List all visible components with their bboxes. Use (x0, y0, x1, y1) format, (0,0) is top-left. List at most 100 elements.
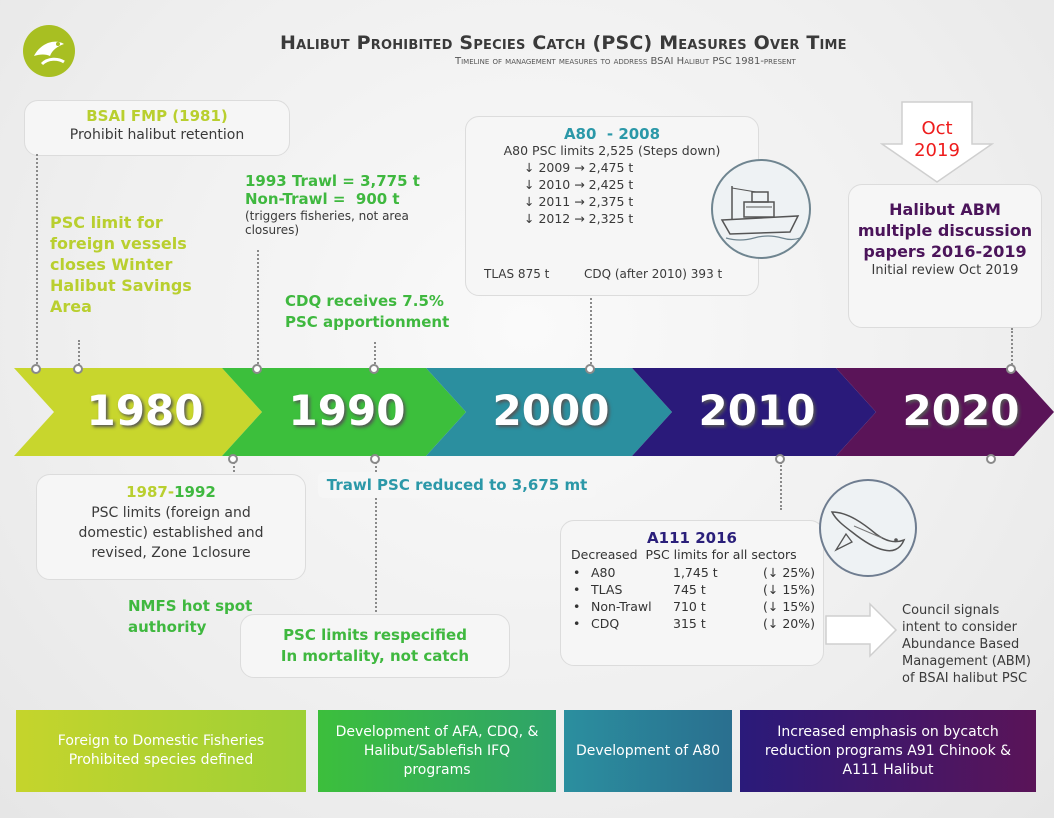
era-band-2010: Increased emphasis on bycatch reduction … (740, 710, 1036, 792)
bsai-fmp-text: Prohibit halibut retention (69, 127, 245, 143)
timeline-pin (252, 364, 262, 374)
a111-row: • TLAS 745 t (↓ 15%) (573, 581, 823, 598)
council-line: of BSAI halibut PSC (902, 671, 1028, 686)
band-line: Development of AFA, CDQ, & (335, 723, 539, 740)
sector-pct: (↓ 20%) (763, 616, 815, 631)
foreign-line: foreign vessels (50, 234, 187, 253)
connector-line (233, 462, 235, 476)
cdq-line: PSC apportionment (285, 313, 450, 331)
bullet: • (573, 582, 581, 597)
psc-year-start: 1987- (126, 483, 175, 501)
trawl-1993-line: 1993 Trawl = 3,775 t (245, 172, 420, 190)
sector-pct: (↓ 25%) (763, 565, 815, 580)
foreign-line: PSC limit for (50, 213, 163, 232)
abm-line: papers 2016-2019 (863, 242, 1027, 261)
sector-name: Non-Trawl (591, 599, 652, 614)
connector-line (1011, 328, 1013, 368)
council-line: Abundance Based (902, 637, 1020, 652)
a111-box: A111 2016 Decreased PSC limits for all s… (560, 520, 824, 666)
oct-line: Oct (921, 118, 953, 139)
foreign-line: closes Winter (50, 255, 173, 274)
respecified-box: PSC limits respecified In mortality, not… (240, 614, 510, 678)
foreign-vessels-note: PSC limit for foreign vessels closes Win… (50, 212, 250, 317)
chevron-1990 (222, 368, 466, 456)
band-line: Development of A80 (575, 742, 721, 759)
a80-cdq: CDQ (after 2010) 393 t (584, 267, 723, 281)
band-line: Increased emphasis on bycatch (777, 723, 999, 740)
timeline-pin (986, 454, 996, 464)
a80-line: A80 PSC limits 2,525 (Steps down) (503, 143, 721, 158)
sector-pct: (↓ 15%) (763, 599, 815, 614)
connector-line (590, 298, 592, 368)
respecified-line: In mortality, not catch (280, 647, 470, 665)
foreign-line: Area (50, 297, 92, 316)
foreign-line: Halibut Savings (50, 276, 192, 295)
a80-tlas: TLAS 875 t (484, 267, 550, 281)
connector-line (78, 340, 80, 368)
a111-row: • CDQ 315 t (↓ 20%) (573, 615, 823, 632)
fish-logo-icon (22, 24, 76, 78)
a111-rows: • A80 1,745 t (↓ 25%) • TLAS 745 t (↓ 15… (573, 564, 823, 632)
timeline-pin (1006, 364, 1016, 374)
bullet: • (573, 565, 581, 580)
nmfs-line: authority (128, 618, 207, 636)
timeline-pin (369, 364, 379, 374)
connector-line (780, 462, 782, 510)
connector-line (36, 154, 38, 368)
psc-year-end: 1992 (174, 483, 216, 501)
council-line: intent to consider (902, 620, 1017, 635)
sector-limit: 710 t (673, 599, 706, 614)
halibut-abm-box: Halibut ABM multiple discussion papers 2… (848, 184, 1042, 328)
psc-text: PSC limits (foreign and domestic) establ… (37, 503, 305, 563)
fishing-vessel-icon (710, 158, 812, 260)
a80-title: A80 - 2008 (563, 125, 661, 143)
decade-1980: 1980 (86, 386, 204, 435)
decade-1990: 1990 (288, 386, 406, 435)
psc-line: domestic) established and (78, 525, 264, 541)
psc-1987-1992-box: 1987-1992 PSC limits (foreign and domest… (36, 474, 306, 580)
bsai-fmp-title: BSAI FMP (1981) (86, 107, 228, 125)
a80-steps: ↓ 2009 → 2,475 t ↓ 2010 → 2,425 t ↓ 2011… (524, 159, 758, 227)
right-arrow-icon (824, 602, 898, 658)
nontrawl-1993-line: Non-Trawl = 900 t (245, 190, 400, 208)
sector-pct: (↓ 15%) (763, 582, 815, 597)
sector-limit: 745 t (673, 582, 706, 597)
a80-step: ↓ 2012 → 2,325 t (524, 211, 634, 226)
era-band-2000: Development of A80 (564, 710, 732, 792)
oct-2019-label: Oct 2019 (880, 118, 994, 162)
trawl-1993-note1: (triggers fisheries, not area (245, 209, 409, 223)
timeline-chevrons (14, 368, 1054, 456)
timeline-pin (31, 364, 41, 374)
sector-name: TLAS (591, 582, 623, 597)
psc-line: PSC limits (foreign and (91, 505, 251, 521)
a80-step: ↓ 2010 → 2,425 t (524, 177, 634, 192)
sector-limit: 1,745 t (673, 565, 718, 580)
timeline-pin (585, 364, 595, 374)
decade-2000: 2000 (492, 386, 610, 435)
cdq-note: CDQ receives 7.5% PSC apportionment (285, 291, 449, 333)
band-line: reduction programs A91 Chinook & (764, 742, 1012, 759)
abm-note: Initial review Oct 2019 (871, 263, 1019, 278)
band-line: Halibut/Sablefish IFQ (363, 742, 511, 759)
abm-title: Halibut ABM multiple discussion papers 2… (849, 199, 1041, 262)
band-line: A111 Halibut (842, 761, 934, 778)
psc-years: 1987-1992 (37, 483, 305, 501)
bullet: • (573, 616, 581, 631)
nmfs-line: NMFS hot spot (128, 597, 253, 615)
era-band-1990: Development of AFA, CDQ, & Halibut/Sable… (318, 710, 556, 792)
a111-row: • Non-Trawl 710 t (↓ 15%) (573, 598, 823, 615)
abm-line: multiple discussion (857, 221, 1033, 240)
connector-line (257, 250, 259, 368)
cdq-line: CDQ receives 7.5% (285, 292, 444, 310)
band-line: Prohibited species defined (68, 752, 254, 768)
chevron-2020 (836, 368, 1054, 456)
trawl-1993-note2: closures) (245, 223, 300, 237)
council-note: Council signals intent to consider Abund… (902, 602, 1052, 687)
band-line: Foreign to Domestic Fisheries (57, 733, 265, 749)
a80-step: ↓ 2009 → 2,475 t (524, 160, 634, 175)
chevron-2000 (426, 368, 672, 456)
respecified-text: PSC limits respecified In mortality, not… (241, 625, 509, 667)
chevron-2010 (632, 368, 876, 456)
trawl-reduced-text: Trawl PSC reduced to 3,675 mt (326, 476, 588, 494)
